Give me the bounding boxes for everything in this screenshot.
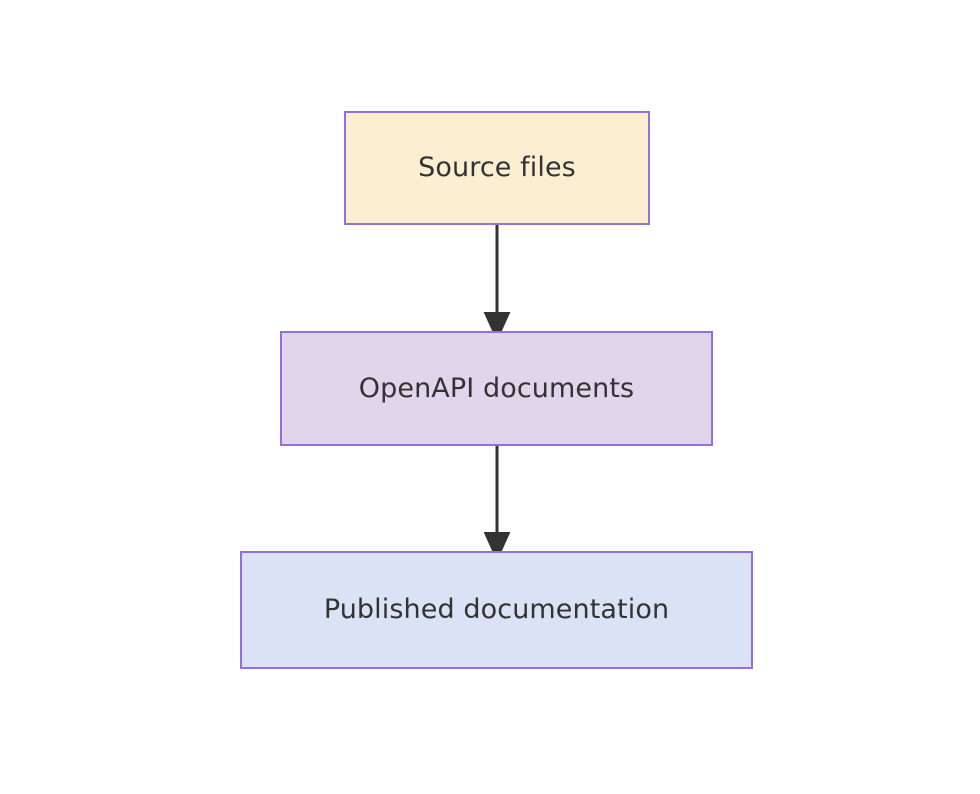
flow-node-label: Source files [418, 152, 576, 184]
flow-node-published-documentation[interactable]: Published documentation [240, 551, 753, 669]
flow-node-source-files[interactable]: Source files [344, 111, 650, 225]
flow-node-openapi-documents[interactable]: OpenAPI documents [280, 331, 713, 446]
flow-node-label: Published documentation [323, 594, 670, 626]
flow-node-label: OpenAPI documents [358, 372, 635, 404]
